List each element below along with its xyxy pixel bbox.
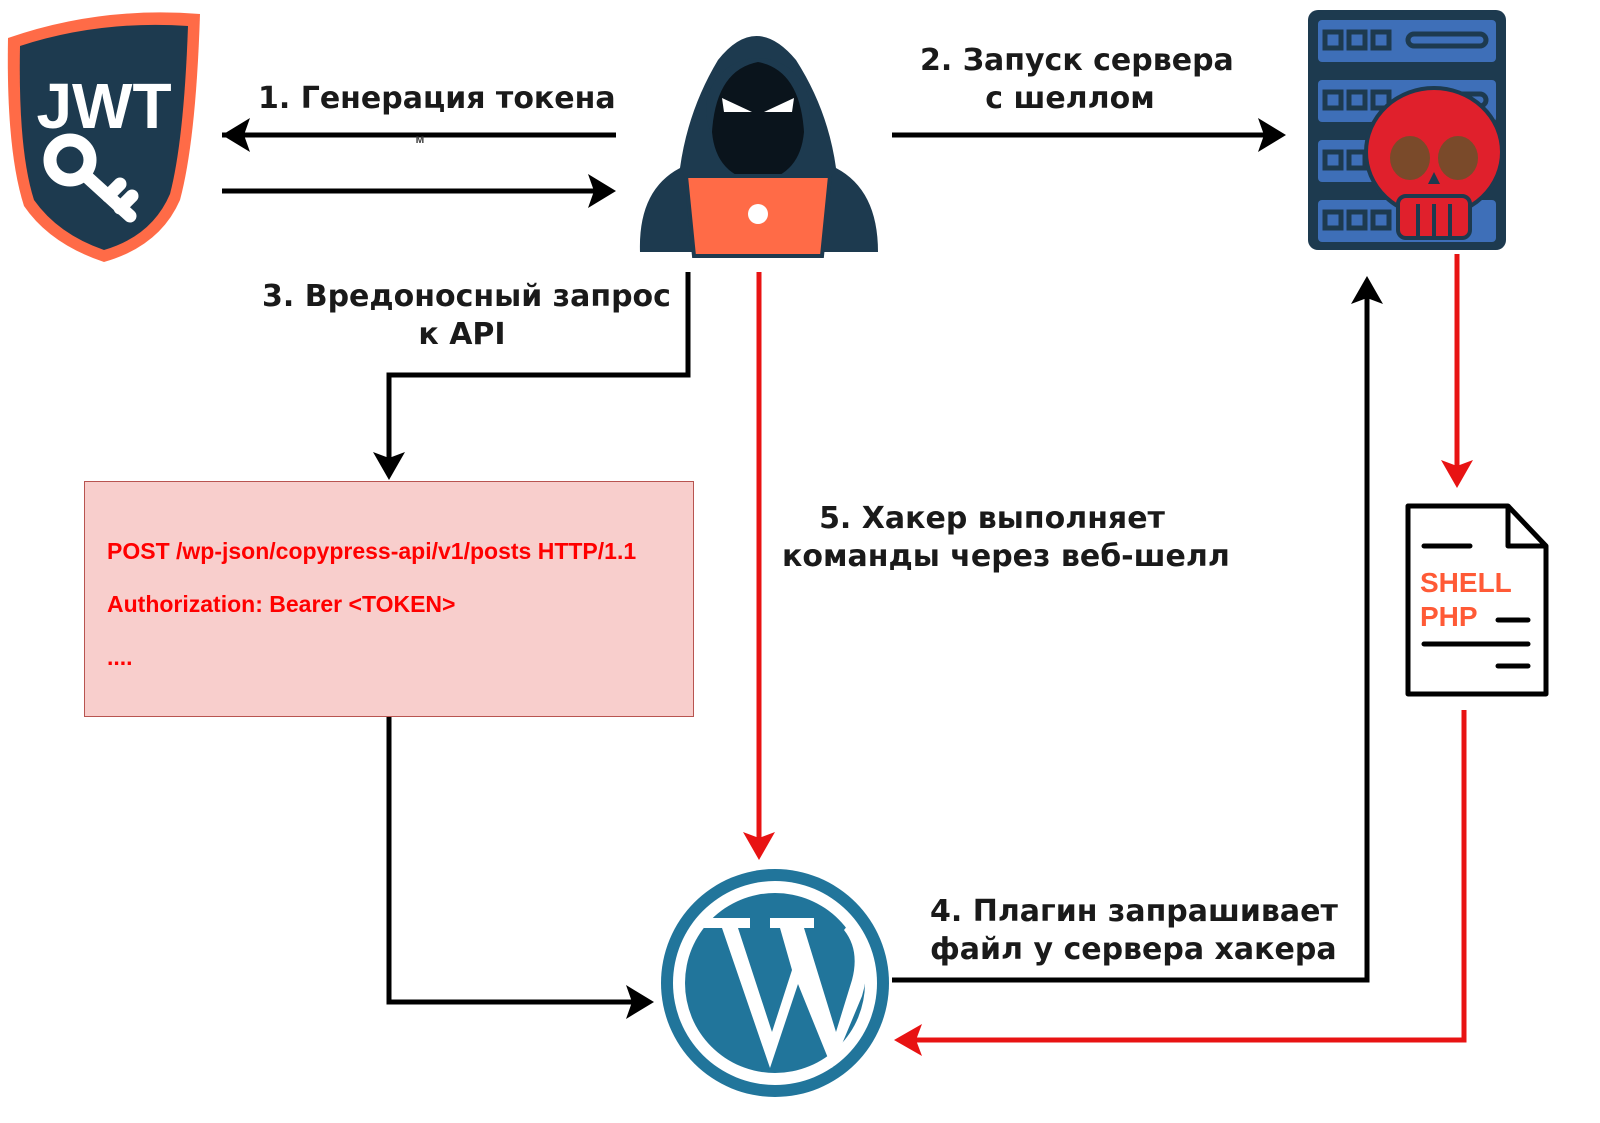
svg-text:м: м [416,132,425,146]
skull-icon [1364,86,1504,240]
step5-line2: команды через веб-шелл [782,539,1230,574]
step3-line1: 3. Вредоносный запрос [262,279,671,314]
step2-line2: с шеллом [985,81,1155,116]
arrow-shell-to-wordpress-red [902,710,1467,1043]
arrow-hacker-to-request [386,272,691,474]
step3-line2: к API [418,317,506,352]
shell-php-file-icon: SHELL PHP [1405,503,1549,697]
arrow-request-to-wordpress [386,717,648,1005]
step4-line1: 4. Плагин запрашивает [930,894,1338,929]
step3-label: 3. Вредоносный запрос к API [262,278,671,354]
jwt-text: JWT [36,70,171,142]
step5-line1: 5. Хакер выполняет [819,501,1165,536]
authorization-header: Authorization: Bearer <TOKEN> [107,591,456,617]
shell-text: SHELL [1420,567,1512,598]
step2-label: 2. Запуск сервера с шеллом [920,42,1234,118]
php-text: PHP [1420,601,1478,632]
request-line: POST /wp-json/copypress-api/v1/posts HTT… [107,538,637,564]
wordpress-logo [661,869,889,1097]
hacker-icon [639,36,878,258]
jwt-shield-icon: JWT [7,12,200,263]
step4-label: 4. Плагин запрашивает файл у сервера хак… [930,893,1338,969]
key-icon [43,133,139,223]
step4-line2: файл у сервера хакера [930,932,1337,967]
step2-line1: 2. Запуск сервера [920,43,1234,78]
step5-label: 5. Хакер выполняет команды через веб-шел… [782,500,1230,576]
step1-text: 1. Генерация токена [258,81,616,116]
malicious-request-box: POST /wp-json/copypress-api/v1/posts HTT… [84,481,694,717]
step1-label: 1. Генерация токена [258,80,616,118]
arrow-wordpress-to-server [892,282,1370,983]
request-ellipsis: .... [107,644,133,670]
